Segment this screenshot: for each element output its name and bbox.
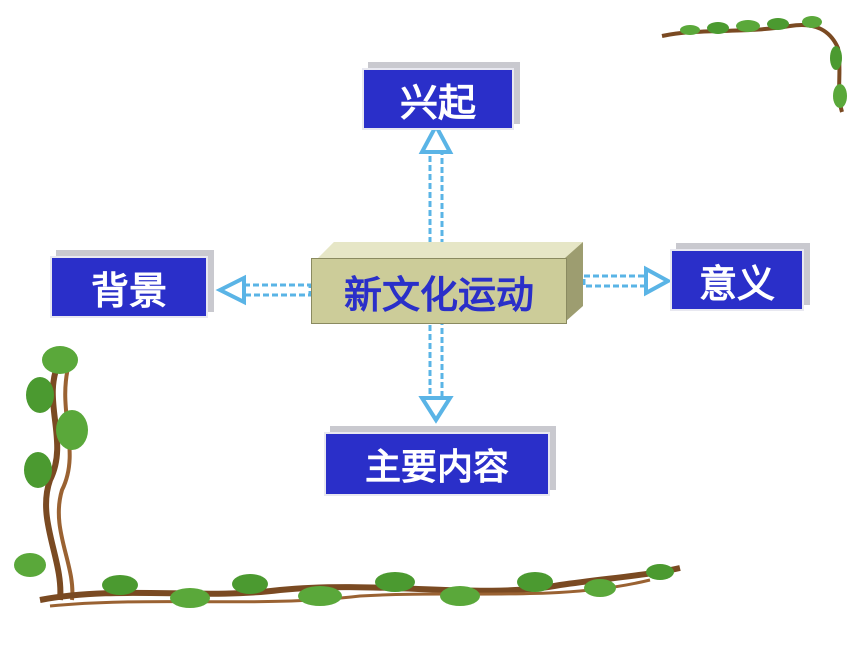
center-topic-box: 新文化运动 <box>311 258 567 324</box>
arrow-down <box>418 320 454 424</box>
vine-bottom-left <box>14 346 681 608</box>
node-main-content: 主要内容 <box>324 432 550 496</box>
node-main-content-label: 主要内容 <box>364 447 509 488</box>
node-background: 背景 <box>50 256 208 318</box>
center-topic-label: 新文化运动 <box>343 272 534 317</box>
arrow-right <box>582 265 673 297</box>
vine-top-right <box>661 16 847 113</box>
arrow-left <box>215 274 312 306</box>
node-significance: 意义 <box>670 249 804 311</box>
node-rise: 兴起 <box>362 68 514 130</box>
arrow-up <box>418 121 454 246</box>
node-rise-label: 兴起 <box>399 80 476 125</box>
center-box-top-face <box>318 242 583 258</box>
center-box-side-face <box>565 242 583 322</box>
node-background-label: 背景 <box>90 268 167 313</box>
node-significance-label: 意义 <box>698 261 775 306</box>
